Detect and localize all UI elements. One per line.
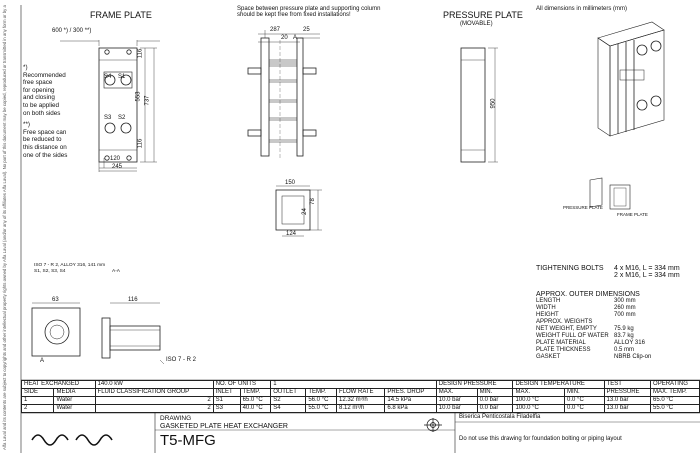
pressure-dim-950: 950 bbox=[490, 98, 497, 109]
bolts-line2: 2 x M16, L = 334 mm bbox=[614, 272, 680, 279]
process-data-table: HEAT EXCHANGED 140.0 kW NO. OF UNITS 1 D… bbox=[20, 380, 700, 413]
drawing-usage-note: Do not use this drawing for foundation b… bbox=[459, 436, 622, 442]
iso-section: A-A bbox=[112, 269, 120, 274]
isometric-drawing bbox=[597, 21, 665, 137]
detail-dim-24: 24 bbox=[301, 208, 308, 215]
plates-miniature bbox=[589, 177, 631, 210]
side-section-a: A bbox=[293, 35, 298, 41]
detail-dim-150: 150 bbox=[285, 180, 296, 186]
company-logo bbox=[31, 434, 113, 446]
drawing-description: GASKETED PLATE HEAT EXCHANGER bbox=[160, 423, 288, 430]
drawing-label: DRAWING bbox=[160, 415, 192, 422]
iso-line1: ISO 7 - R 2, ALLOY 316, 141 mm bbox=[34, 263, 106, 268]
connection-drawing bbox=[31, 302, 165, 365]
pressure-plate-title: PRESSURE PLATE bbox=[443, 10, 523, 20]
frame-dim-free-space: 600 *) / 300 **) bbox=[52, 28, 92, 34]
detail-dim-124: 124 bbox=[286, 231, 297, 237]
customer-name: Biserica Penticostala Filadelfia bbox=[459, 414, 541, 420]
test-header: TEST bbox=[603, 380, 652, 389]
iso-line2: S1, S2, S3, S4 bbox=[34, 269, 66, 274]
units-value: 1 bbox=[270, 380, 437, 389]
heat-exchanged-value: 140.0 kW bbox=[95, 380, 214, 389]
frame-dim-737: 737 bbox=[144, 95, 151, 106]
side-view-drawing bbox=[247, 30, 320, 160]
port-label-s1: S1 bbox=[118, 74, 126, 80]
mini-pressure-plate-label: PRESSURE PLATE bbox=[563, 205, 603, 210]
frame-dim-116a: 116 bbox=[137, 48, 144, 59]
side-dim-20: 20 bbox=[281, 35, 288, 41]
conn-dim-116: 116 bbox=[128, 297, 138, 303]
pressure-plate-subtitle: (MOVABLE) bbox=[460, 21, 493, 27]
mini-frame-plate-label: FRAME PLATE bbox=[617, 212, 648, 217]
side-dim-25: 25 bbox=[303, 27, 310, 33]
free-space-notes: *) Recommended free space for opening an… bbox=[23, 64, 68, 159]
operating-header: OPERATING bbox=[650, 380, 700, 389]
port-label-s2: S2 bbox=[118, 115, 126, 121]
projection-symbol bbox=[424, 418, 442, 432]
frame-dim-120: 120 bbox=[110, 156, 121, 162]
side-note-line1: Space between pressure plate and support… bbox=[237, 6, 381, 12]
frame-dim-116b: 116 bbox=[137, 138, 144, 149]
design-pressure-header: DESIGN PRESSURE bbox=[435, 380, 514, 389]
port-label-s4: S4 bbox=[104, 74, 112, 80]
conn-section-a: A bbox=[40, 358, 45, 364]
conn-iso-callout: ISO 7 - R 2 bbox=[166, 357, 197, 363]
detail-dim-78: 78 bbox=[309, 198, 316, 205]
frame-dim-553: 553 bbox=[135, 91, 142, 102]
bolts-label: TIGHTENING BOLTS bbox=[536, 265, 604, 272]
heat-exchanged-label: HEAT EXCHANGED bbox=[21, 380, 96, 389]
frame-dim-245: 245 bbox=[112, 164, 123, 170]
frame-plate-drawing bbox=[60, 40, 160, 172]
units-label: NO. OF UNITS bbox=[212, 380, 272, 389]
side-dim-287: 287 bbox=[270, 27, 281, 33]
model-number: T5-MFG bbox=[160, 432, 216, 449]
port-label-s3: S3 bbox=[104, 115, 112, 121]
detail-section-drawing bbox=[275, 185, 322, 237]
all-dimensions-note: All dimensions in millimeters (mm) bbox=[536, 6, 628, 12]
bolts-line1: 4 x M16, L = 334 mm bbox=[614, 265, 680, 272]
outer-dims-title: APPROX. OUTER DIMENSIONS bbox=[536, 291, 640, 298]
side-note-line2: should be kept free from fixed installat… bbox=[237, 12, 351, 18]
design-temperature-header: DESIGN TEMPERATURE bbox=[512, 380, 605, 389]
conn-dim-63: 63 bbox=[52, 297, 59, 303]
pressure-plate-drawing bbox=[460, 47, 498, 163]
frame-plate-title: FRAME PLATE bbox=[90, 10, 152, 20]
